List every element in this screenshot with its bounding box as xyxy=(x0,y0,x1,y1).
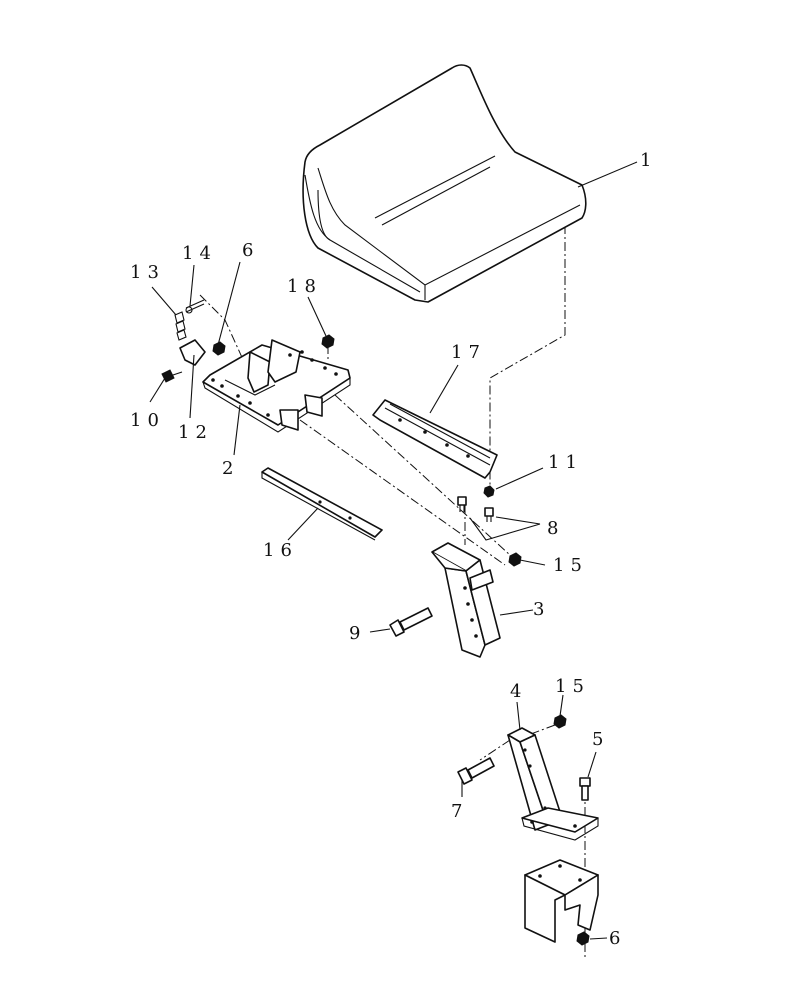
nut-15-upper xyxy=(508,552,522,567)
label-16: 16 xyxy=(263,540,298,561)
slide-rail-17 xyxy=(372,399,498,479)
slide-rail-16 xyxy=(261,467,383,541)
label-10: 10 xyxy=(130,410,165,431)
label-12: 12 xyxy=(178,422,213,443)
assembly-centerlines xyxy=(199,225,586,960)
label-15-lower: 15 xyxy=(555,676,590,697)
label-3: 3 xyxy=(533,599,550,620)
label-11: 11 xyxy=(548,452,583,473)
label-6-upper: 6 xyxy=(242,240,259,261)
label-2: 2 xyxy=(222,458,239,479)
hardware xyxy=(161,299,591,946)
label-8: 8 xyxy=(547,518,564,539)
bracket-12 xyxy=(179,339,206,366)
label-9: 9 xyxy=(349,623,366,644)
label-7: 7 xyxy=(451,801,468,822)
label-4: 4 xyxy=(510,681,527,702)
pin-14 xyxy=(185,299,205,314)
upper-post xyxy=(431,542,501,658)
leader-lines xyxy=(149,161,638,940)
label-18: 18 xyxy=(287,276,322,297)
nut-15-lower xyxy=(553,714,567,729)
lower-bracket xyxy=(524,859,599,943)
nut-6-upper xyxy=(212,341,226,356)
label-15-upper: 15 xyxy=(553,555,588,576)
nut-18 xyxy=(321,334,335,349)
nut-11 xyxy=(483,485,495,498)
label-13: 13 xyxy=(130,262,165,283)
nut-6-lower xyxy=(576,931,590,946)
label-14: 14 xyxy=(182,243,217,264)
spring-13 xyxy=(174,311,187,341)
label-6-lower: 6 xyxy=(609,928,626,949)
label-17: 17 xyxy=(451,342,486,363)
mount-plate xyxy=(202,339,351,433)
bolt-7 xyxy=(457,757,495,785)
bolt-5 xyxy=(579,777,591,801)
screw-10 xyxy=(161,369,183,383)
label-5: 5 xyxy=(592,729,609,750)
callout-labels: 1 2 3 4 5 6 6 7 8 9 10 11 12 13 14 15 15… xyxy=(130,150,657,949)
seat xyxy=(302,64,587,303)
bolt-9 xyxy=(389,607,433,637)
label-1: 1 xyxy=(640,150,657,171)
lower-post xyxy=(507,727,599,841)
bolts-8 xyxy=(457,496,494,522)
